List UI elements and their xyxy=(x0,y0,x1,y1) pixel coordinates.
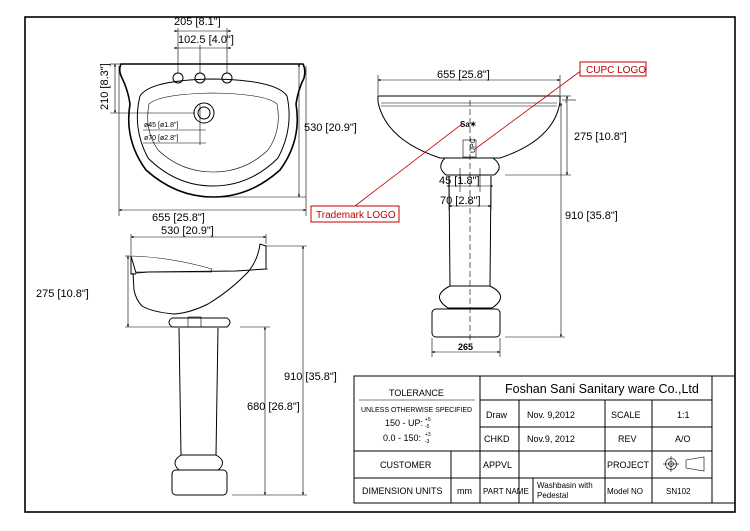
chkd-date: Nov.9, 2012 xyxy=(527,434,575,444)
front-view: UPC Sa✶ 655 [25.8"] 275 [10.8"] 45 [1.8"… xyxy=(377,69,627,357)
trademark-leader-line xyxy=(354,123,463,207)
side-pedestal-column xyxy=(178,327,219,456)
callouts: CUPC LOGO Trademark LOGO xyxy=(310,61,647,223)
cupc-callout-label: CUPC LOGO xyxy=(586,65,646,76)
dim-680: 680 [26.8"] xyxy=(247,401,300,413)
units-value: mm xyxy=(457,486,472,496)
tap-hole-right xyxy=(221,72,233,84)
dim-275-front: 275 [10.8"] xyxy=(574,131,627,143)
dim-265: 265 xyxy=(458,342,473,352)
tol-0-150-plus: +3 xyxy=(425,432,431,438)
tolerance-label: TOLERANCE xyxy=(389,388,444,398)
trademark-callout-box xyxy=(310,205,400,223)
unless-specified-label: UNLESS OTHERWISE SPECIFIED xyxy=(361,407,472,414)
dim-102-5: 102.5 [4.0"] xyxy=(178,34,234,46)
appvl-label: APPVL xyxy=(483,460,512,470)
rev-label: REV xyxy=(618,434,637,444)
tap-hole-center xyxy=(194,72,206,84)
title-block: TOLERANCE UNLESS OTHERWISE SPECIFIED 150… xyxy=(353,375,736,504)
side-basin-outline xyxy=(130,243,267,315)
dim-655-front: 655 [25.8"] xyxy=(437,69,490,81)
dim-d45: ø45 [ø1.8"] xyxy=(144,122,178,129)
tol-150-up-plus: +5 xyxy=(425,417,431,423)
tol-150-up-minus: -5 xyxy=(425,424,430,430)
dim-45: 45 [1.8"] xyxy=(439,175,480,187)
drain-inner-circle xyxy=(197,106,211,120)
model-no-value: SN102 xyxy=(666,487,691,496)
dim-275-side: 275 [10.8"] xyxy=(36,288,89,300)
dim-d70: ø70 [ø2.8"] xyxy=(144,135,178,142)
side-pedestal-base xyxy=(171,469,228,496)
top-view: 205 [8.1"] 102.5 [4.0"] 210 [8.3"] 530 [… xyxy=(99,16,357,224)
project-label: PROJECT xyxy=(607,460,650,470)
dim-530-side: 530 [20.9"] xyxy=(161,225,214,237)
basin-bowl-rim xyxy=(136,78,290,187)
draw-date: Nov. 9,2012 xyxy=(527,410,575,420)
model-no-label: Model NO xyxy=(607,487,643,496)
scale-value: 1:1 xyxy=(677,410,690,420)
company-name: Foshan Sani Sanitary ware Co.,Ltd xyxy=(505,382,699,396)
part-name-line1: Washbasin with xyxy=(537,481,593,490)
dim-655-top: 655 [25.8"] xyxy=(152,212,205,224)
chkd-label: CHKD xyxy=(484,434,510,444)
side-pedestal-foot-ring xyxy=(174,454,223,471)
dim-910-front: 910 [35.8"] xyxy=(565,210,618,222)
tol-150-up-label: 150 - UP: xyxy=(385,418,423,428)
dimension-units-label: DIMENSION UNITS xyxy=(362,486,443,496)
front-pedestal-base xyxy=(431,308,501,338)
dim-205: 205 [8.1"] xyxy=(174,16,221,28)
tol-0-150-label: 0.0 - 150: xyxy=(383,433,421,443)
cupc-logo-text: UPC xyxy=(470,138,477,153)
cupc-leader-line xyxy=(474,69,583,150)
rev-value: A/O xyxy=(675,434,691,444)
part-name-line2: Pedestal xyxy=(537,491,568,500)
customer-label: CUSTOMER xyxy=(380,460,432,470)
draw-label: Draw xyxy=(486,410,508,420)
front-basin-outline xyxy=(377,95,561,159)
dim-910-side: 910 [35.8"] xyxy=(284,371,337,383)
side-view: 530 [20.9"] 275 [10.8"] 680 [26.8"] 910 … xyxy=(36,225,337,496)
dim-210: 210 [8.3"] xyxy=(99,63,111,110)
dim-70: 70 [2.8"] xyxy=(440,195,481,207)
dim-530-top: 530 [20.9"] xyxy=(304,122,357,134)
drain-outer-circle xyxy=(193,102,215,124)
trademark-logo-mark: Sa✶ xyxy=(460,120,477,129)
trademark-callout-label: Trademark LOGO xyxy=(316,210,396,221)
tol-0-150-minus: -3 xyxy=(425,439,430,445)
sheet-border xyxy=(24,16,736,513)
part-name-label: PART NAME xyxy=(483,487,529,496)
basin-bowl-inner xyxy=(147,92,279,173)
cupc-callout-box xyxy=(579,61,647,77)
side-pedestal-collar xyxy=(168,317,231,328)
projection-symbol-icon xyxy=(663,456,705,472)
scale-label: SCALE xyxy=(611,410,641,420)
